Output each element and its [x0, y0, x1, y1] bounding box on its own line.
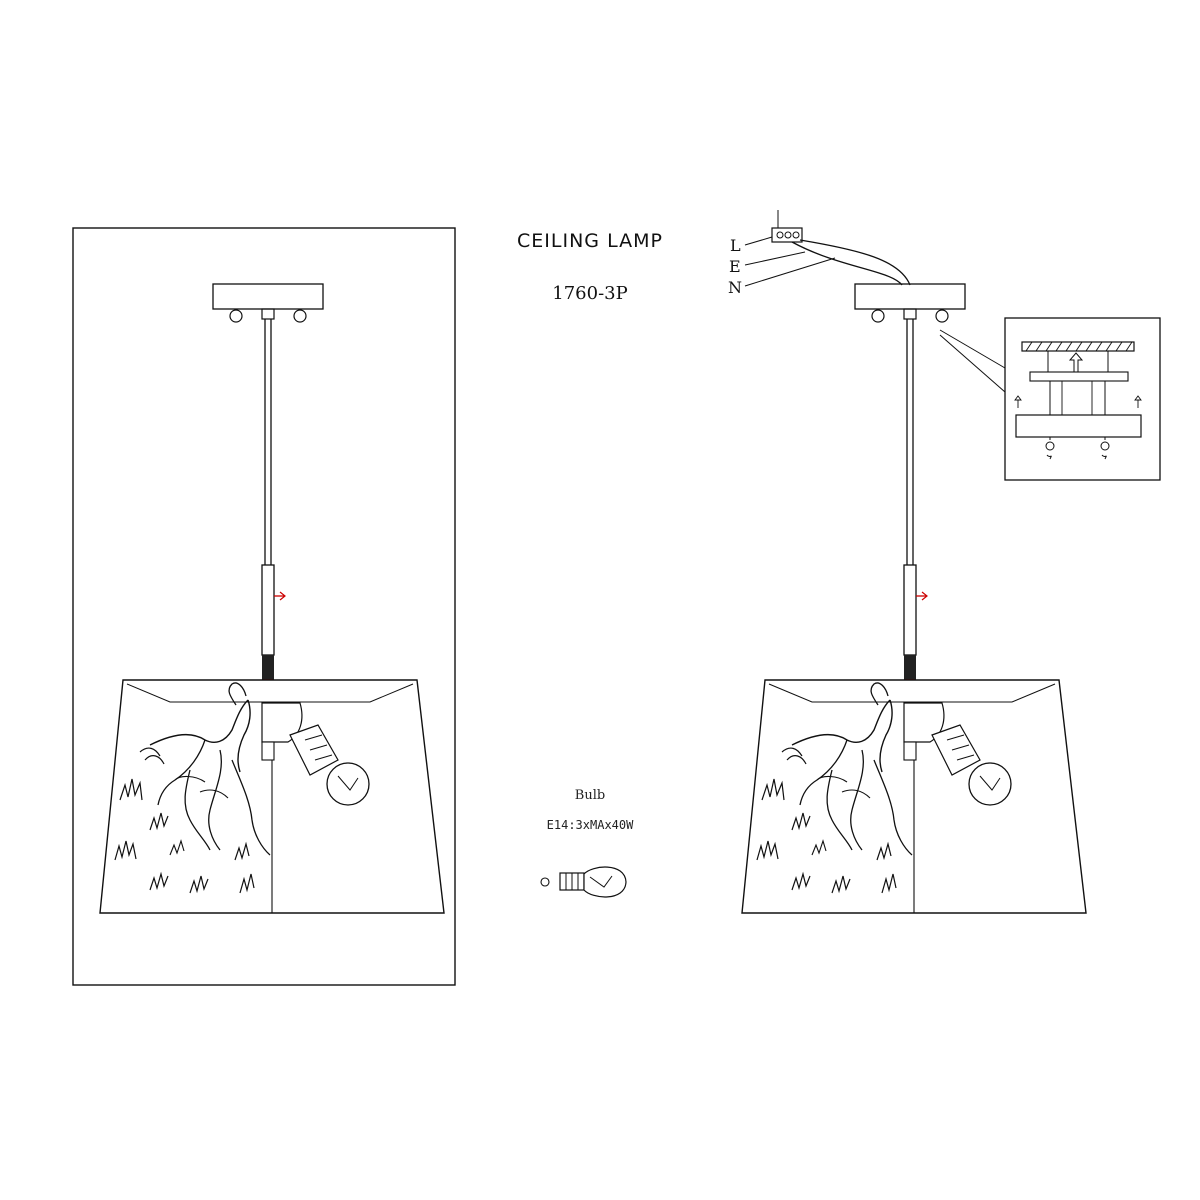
- mounting-detail-inset: [939, 317, 1161, 481]
- lamp-front-view: [100, 284, 444, 913]
- wiring-detail: [744, 210, 911, 287]
- drawing-title: CEILING LAMP: [517, 230, 663, 252]
- bulb-spec: E14:3xMAx40W: [546, 818, 634, 832]
- wire-label-e: E: [729, 257, 741, 276]
- bulb-title: Bulb: [574, 788, 606, 803]
- bulb-icon: [540, 866, 627, 898]
- wire-label-n: N: [728, 278, 742, 297]
- model-number: 1760-3P: [552, 283, 628, 304]
- wire-label-l: L: [730, 236, 741, 255]
- left-frame: [72, 227, 456, 986]
